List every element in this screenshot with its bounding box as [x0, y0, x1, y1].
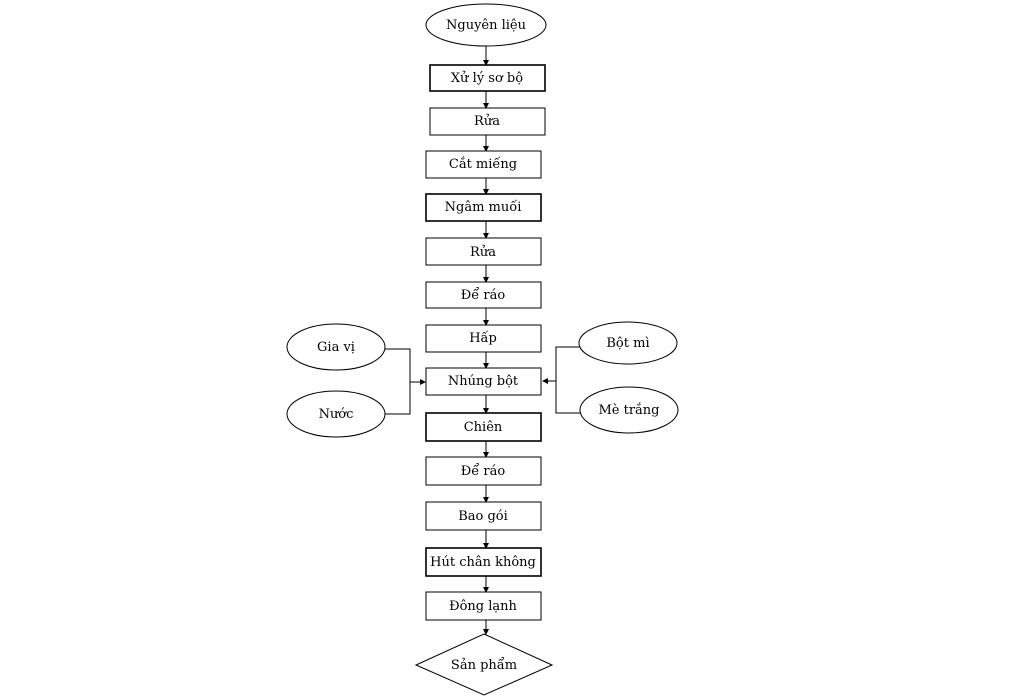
step-5: Rửa: [425, 237, 542, 266]
step-label: Đông lạnh: [449, 599, 517, 614]
input-ellipse: [578, 321, 678, 365]
step-box: [425, 193, 542, 222]
step-label: Rửa: [474, 114, 500, 129]
step-label: Để ráo: [461, 463, 506, 479]
step-box: [425, 150, 542, 179]
input-ellipse: [286, 390, 386, 438]
step-7: Hấp: [425, 324, 542, 353]
input-bot-mi: Bột mì: [578, 321, 678, 365]
step-label: Chiên: [464, 420, 503, 435]
step-box: [429, 64, 546, 92]
step-12: Hút chân không: [425, 547, 542, 577]
start-node: Nguyên liệu: [425, 3, 547, 47]
input-gia-vi: Gia vị: [286, 323, 386, 371]
step-box: [425, 591, 542, 621]
step-label: Xử lý sơ bộ: [451, 71, 523, 86]
step-9: Chiên: [425, 412, 542, 442]
step-label: Bao gói: [458, 509, 508, 524]
step-box: [425, 501, 542, 531]
step-label: Để ráo: [461, 287, 506, 303]
input-label: Nước: [319, 407, 354, 422]
step-box: [425, 547, 542, 577]
step-label: Hút chân không: [430, 555, 536, 570]
input-nuoc: Nước: [286, 390, 386, 438]
input-me-trang: Mè trắng: [579, 386, 679, 434]
step-11: Bao gói: [425, 501, 542, 531]
left-inputs: Gia vị Nước: [286, 323, 386, 438]
step-label: Nhúng bột: [448, 374, 519, 389]
step-1: Xử lý sơ bộ: [429, 64, 546, 92]
input-ellipse: [579, 386, 679, 434]
step-box: [429, 107, 546, 136]
input-ellipse: [286, 323, 386, 371]
step-box: [425, 324, 542, 353]
input-label: Mè trắng: [598, 402, 659, 418]
step-label: Hấp: [469, 330, 497, 346]
step-box: [425, 237, 542, 266]
step-label: Rửa: [470, 245, 496, 260]
step-label: Ngâm muối: [445, 199, 522, 215]
step-3: Cắt miếng: [425, 150, 542, 179]
process-steps: Xử lý sơ bộ Rửa Cắt miếng Ngâm muối Rửa …: [425, 64, 546, 621]
step-2: Rửa: [429, 107, 546, 136]
connector-right-inputs: [555, 346, 582, 414]
step-6: Để ráo: [425, 281, 542, 309]
step-box: [425, 281, 542, 309]
start-ellipse: [425, 3, 547, 47]
connector-left-inputs: [385, 348, 411, 415]
step-box: [425, 412, 542, 442]
step-box: [425, 456, 542, 486]
right-inputs: Bột mì Mè trắng: [578, 321, 679, 434]
step-4: Ngâm muối: [425, 193, 542, 222]
step-8: Nhúng bột: [425, 367, 542, 396]
end-node: Sản phẩm: [414, 633, 554, 696]
input-label: Bột mì: [606, 336, 649, 351]
end-diamond: [414, 633, 554, 696]
start-label: Nguyên liệu: [446, 18, 526, 33]
step-13: Đông lạnh: [425, 591, 542, 621]
step-box: [425, 367, 542, 396]
step-10: Để ráo: [425, 456, 542, 486]
connectors: [385, 46, 582, 635]
step-label: Cắt miếng: [449, 156, 517, 172]
end-label: Sản phẩm: [451, 657, 517, 673]
input-label: Gia vị: [317, 340, 355, 355]
